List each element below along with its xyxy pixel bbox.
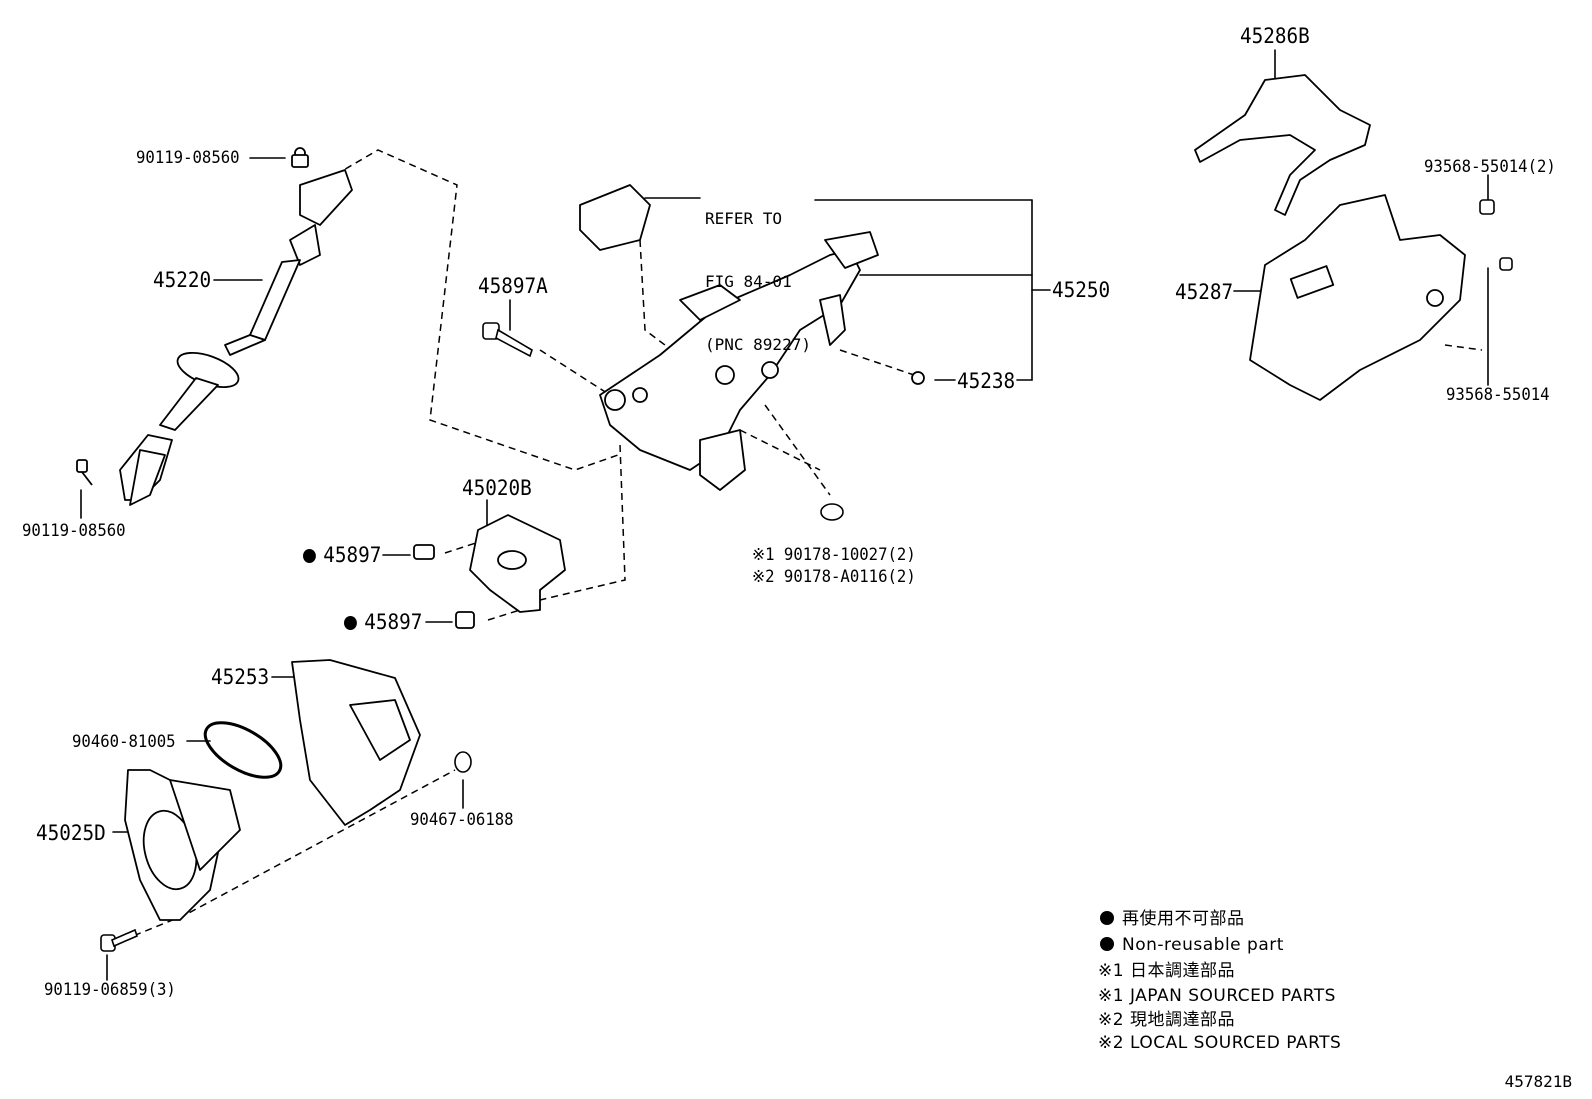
label-90460-81005: 90460-81005 bbox=[72, 732, 176, 752]
label-45020b: 45020B bbox=[462, 476, 532, 500]
label-45897a: 45897A bbox=[478, 274, 548, 298]
legend-non-reusable-jp-text: 再使用不可部品 bbox=[1122, 909, 1245, 929]
legend-japan-jp: ※1 日本調達部品 bbox=[1098, 961, 1235, 981]
legend-non-reusable-en-text: Non-reusable part bbox=[1122, 935, 1284, 955]
legend-non-reusable-en: Non-reusable part bbox=[1100, 934, 1284, 956]
non-reusable-dot bbox=[303, 549, 316, 563]
refer-line-3: (PNC 89227) bbox=[705, 335, 811, 354]
label-90119-08560-bottom: 90119-08560 bbox=[22, 521, 126, 541]
label-90178-a0116: ※2 90178-A0116(2) bbox=[752, 567, 916, 587]
refer-line-1: REFER TO bbox=[705, 209, 783, 228]
label-45897-lower: 45897 bbox=[344, 610, 422, 634]
label-90119-08560-top: 90119-08560 bbox=[136, 148, 240, 168]
legend-japan-en: ※1 JAPAN SOURCED PARTS bbox=[1098, 986, 1336, 1006]
legend-local-jp: ※2 現地調達部品 bbox=[1098, 1010, 1235, 1030]
label-45286b: 45286B bbox=[1240, 24, 1310, 48]
label-93568-55014-2: 93568-55014(2) bbox=[1424, 157, 1556, 177]
legend-dot-jp bbox=[1100, 911, 1114, 925]
figure-id: 457821B bbox=[1504, 1072, 1572, 1091]
legend-dot-en bbox=[1100, 937, 1114, 951]
non-reusable-dot bbox=[344, 616, 357, 630]
label-45897-upper: 45897 bbox=[303, 543, 381, 567]
label-45238: 45238 bbox=[957, 369, 1016, 393]
label-90178-10027: ※1 90178-10027(2) bbox=[752, 545, 916, 565]
legend-non-reusable-jp: 再使用不可部品 bbox=[1100, 908, 1245, 930]
label-45250: 45250 bbox=[1052, 278, 1111, 302]
refer-line-2: FIG 84-01 bbox=[705, 272, 792, 291]
label-45025d: 45025D bbox=[36, 821, 106, 845]
label-90119-06859: 90119-06859(3) bbox=[44, 980, 176, 1000]
legend-local-en: ※2 LOCAL SOURCED PARTS bbox=[1098, 1033, 1342, 1053]
label-45287: 45287 bbox=[1175, 280, 1234, 304]
label-45897-upper-text: 45897 bbox=[323, 543, 382, 567]
label-45220: 45220 bbox=[153, 268, 212, 292]
refer-note: REFER TO FIG 84-01 (PNC 89227) bbox=[705, 166, 811, 376]
label-45897-lower-text: 45897 bbox=[364, 610, 423, 634]
label-93568-55014: 93568-55014 bbox=[1446, 385, 1550, 405]
label-90467-06188: 90467-06188 bbox=[410, 810, 514, 830]
label-45253: 45253 bbox=[211, 665, 270, 689]
